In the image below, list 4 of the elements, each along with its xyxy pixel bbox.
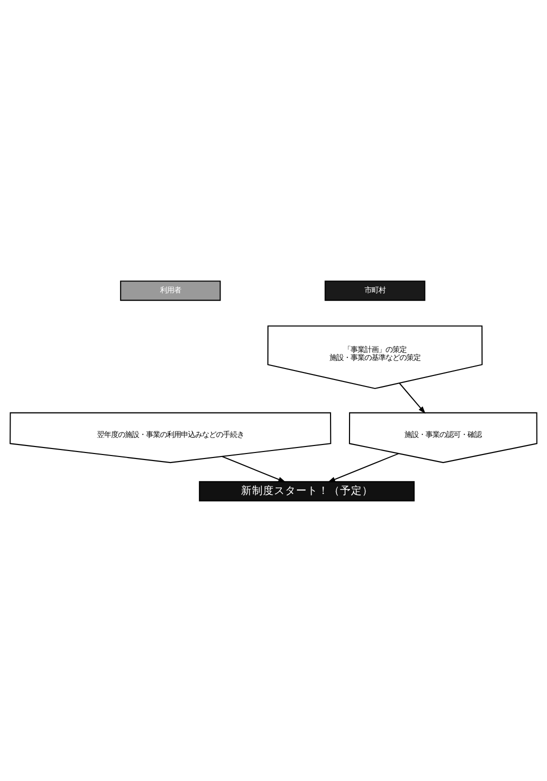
arrow [399,382,426,414]
arrow [222,456,286,482]
arrow [328,452,399,482]
node-box: 新制度スタート！（予定） [198,480,415,501]
